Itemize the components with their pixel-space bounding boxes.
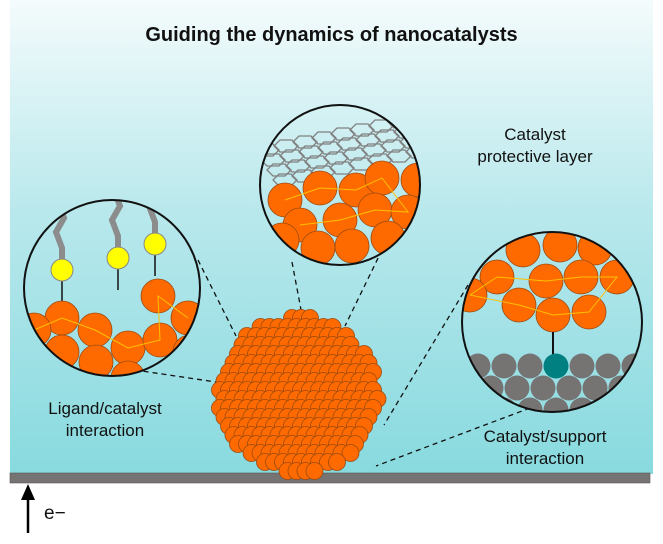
figure-title: Guiding the dynamics of nanocatalysts <box>145 24 518 46</box>
support-atom <box>517 353 543 379</box>
label-line: protective layer <box>477 147 593 166</box>
ligand-interaction-label: Ligand/catalyst interaction <box>20 398 190 442</box>
catalyst-atom <box>110 360 146 376</box>
electron-label: e− <box>44 503 66 524</box>
anchor-atom <box>543 353 569 379</box>
electron-arrow <box>21 484 35 533</box>
support-atom <box>569 353 595 379</box>
catalyst-atom <box>305 462 324 480</box>
support-atom <box>543 397 569 412</box>
catalyst-atom <box>334 228 370 264</box>
label-line: Ligand/catalyst <box>48 399 162 418</box>
ligand-head <box>143 232 167 256</box>
protective-layer-label: Catalyst protective layer <box>450 124 620 168</box>
support-atom <box>595 353 621 379</box>
support-atom <box>504 375 530 401</box>
catalyst-atom <box>341 444 360 462</box>
catalyst-atom <box>78 344 114 376</box>
protective-inset-circle <box>259 104 421 266</box>
ligand-head <box>50 258 74 282</box>
support-atom <box>556 375 582 401</box>
support-atom <box>530 375 556 401</box>
ligand-inset-circle <box>23 199 201 377</box>
catalyst-atom <box>542 232 578 263</box>
catalyst-atom <box>328 453 346 471</box>
graphene-sheet <box>266 131 420 177</box>
support-atom <box>491 353 517 379</box>
ligand-chain <box>108 200 124 258</box>
nanoparticle <box>211 309 387 480</box>
support-atom <box>582 375 608 401</box>
lattice-line <box>469 276 619 316</box>
lattice-line <box>33 294 189 349</box>
lattice-line <box>284 177 410 226</box>
support-inset-circle <box>461 231 643 413</box>
ligand-chain <box>145 200 161 244</box>
label-line: interaction <box>65 421 145 440</box>
label-line: Catalyst/support <box>483 427 607 446</box>
ligand-chain <box>52 200 68 270</box>
support-interaction-label: Catalyst/support interaction <box>460 426 630 470</box>
label-line: Catalyst <box>504 125 566 144</box>
ligand-head <box>106 246 130 270</box>
support-electrode <box>9 472 651 484</box>
label-line: interaction <box>505 449 585 468</box>
